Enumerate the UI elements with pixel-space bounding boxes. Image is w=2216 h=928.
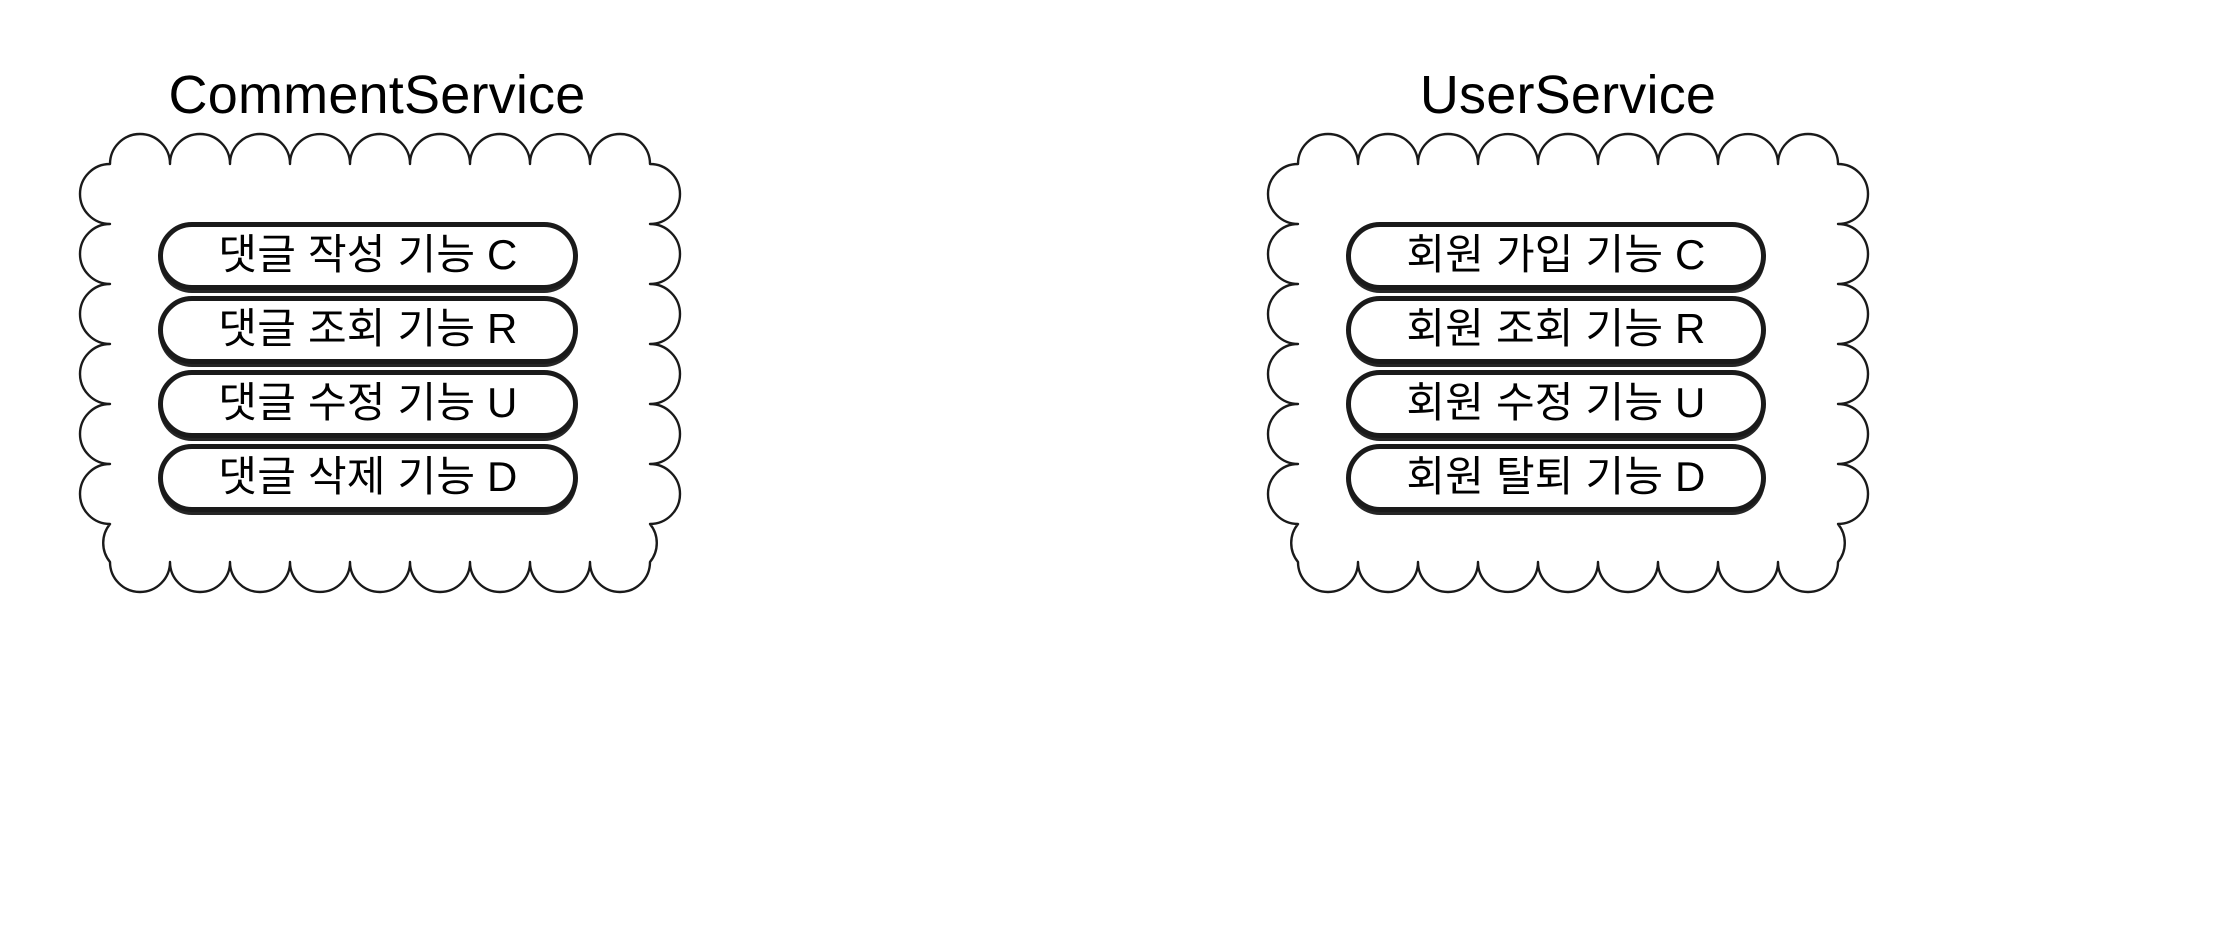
feature-pill[interactable]: 댓글 조회 기능 R xyxy=(158,296,578,364)
feature-pill[interactable]: 회원 탈퇴 기능 D xyxy=(1346,444,1766,512)
feature-pill[interactable]: 댓글 수정 기능 U xyxy=(158,370,578,438)
feature-pill[interactable]: 회원 가입 기능 C xyxy=(1346,222,1766,290)
service-group-user-service[interactable]: UserService 회원 가입 기능 C 회원 조회 기능 R 회원 수정 … xyxy=(1140,0,1900,928)
feature-pill[interactable]: 회원 수정 기능 U xyxy=(1346,370,1766,438)
feature-label: 댓글 수정 기능 U xyxy=(218,379,518,426)
feature-label: 댓글 삭제 기능 D xyxy=(218,453,518,500)
service-title-comment-service: CommentService xyxy=(168,65,586,125)
feature-pill[interactable]: 회원 조회 기능 R xyxy=(1346,296,1766,364)
feature-label: 회원 가입 기능 C xyxy=(1406,231,1706,278)
feature-list-comment-service: 댓글 작성 기능 C 댓글 조회 기능 R 댓글 수정 기능 U 댓글 삭제 기… xyxy=(158,222,578,512)
feature-label: 회원 조회 기능 R xyxy=(1406,305,1706,352)
feature-pill[interactable]: 댓글 작성 기능 C xyxy=(158,222,578,290)
feature-label: 댓글 조회 기능 R xyxy=(218,305,518,352)
feature-label: 댓글 작성 기능 C xyxy=(218,231,518,278)
service-title-user-service: UserService xyxy=(1419,65,1717,125)
service-group-comment-service[interactable]: CommentService 댓글 작성 기능 C 댓글 조회 기능 R 댓글 … xyxy=(0,0,760,928)
feature-label: 회원 수정 기능 U xyxy=(1406,379,1706,426)
feature-pill[interactable]: 댓글 삭제 기능 D xyxy=(158,444,578,512)
feature-label: 회원 탈퇴 기능 D xyxy=(1406,453,1706,500)
feature-list-user-service: 회원 가입 기능 C 회원 조회 기능 R 회원 수정 기능 U 회원 탈퇴 기… xyxy=(1346,222,1766,512)
